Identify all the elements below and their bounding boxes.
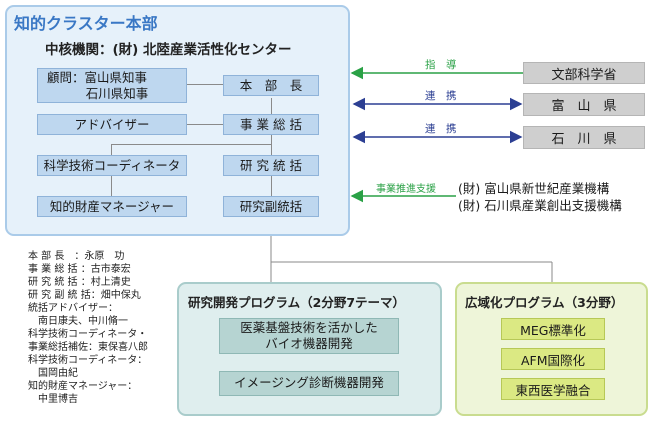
ip-manager-box: 知的財産マネージャー (37, 196, 187, 217)
personnel-line: 知的財産マネージャー： (28, 381, 138, 392)
hq-vertical-line (271, 98, 272, 198)
core-org-title: 中核機関：(財) 北陸産業活性化センター (45, 42, 292, 58)
personnel-line: 研 究 統 括 ：村上清史 (28, 277, 131, 288)
advisor-jigyo-line (187, 124, 223, 125)
regional-item-meg: MEG標準化 (501, 318, 605, 340)
personnel-line: 中里博吉 (28, 394, 78, 405)
personnel-line: 研 究 副 統 括：畑中保丸 (28, 290, 141, 301)
personnel-line: 統括アドバイザー： (28, 303, 118, 314)
personnel-line: 事 業 総 括 ：古市泰宏 (28, 264, 131, 275)
cluster-title: 知的クラスター本部 (14, 14, 158, 33)
advisor-governor-box: 顧問：富山県知事 石川県知事 (37, 68, 187, 103)
regional-item-afm: AFM国際化 (501, 348, 605, 370)
personnel-line: 南日康夫、中川脩一 (28, 316, 128, 327)
personnel-line: 本 部 長 ：永原 功 (28, 251, 125, 262)
coordinator-box: 科学技術コーディネータ (37, 155, 187, 176)
personnel-line: 科学技術コーディネータ・ (28, 329, 148, 340)
personnel-list: 本 部 長 ：永原 功事 業 総 括 ：古市泰宏研 究 統 括 ：村上清史研 究… (28, 250, 148, 406)
personnel-line: 科学技術コーディネータ： (28, 355, 148, 366)
honbucho-box: 本 部 長 (223, 75, 319, 96)
coord-branch-line (111, 144, 271, 145)
support-orgs: (財) 富山県新世紀産業機構 (財) 石川県産業創出支援機構 (458, 181, 622, 213)
regional-program-title: 広域化プログラム（3分野） (465, 295, 624, 310)
advisor-honbucho-line (187, 84, 223, 85)
research-program-title: 研究開発プログラム（2分野7テーマ） (188, 295, 406, 310)
regional-item-east-west: 東西医学融合 (501, 378, 605, 400)
kenkyu-fuku-box: 研究副統括 (223, 196, 319, 217)
research-theme-imaging: イメージング診断機器開発 (219, 371, 399, 396)
advisor-box: アドバイザー (37, 114, 187, 135)
kenkyu-tokatsu-box: 研 究 統 括 (223, 155, 319, 176)
mext-box: 文部科学省 (523, 62, 645, 84)
research-theme-bio: 医薬基盤技術を活かした バイオ機器開発 (219, 318, 399, 354)
label-shido: 指 導 (425, 59, 457, 71)
label-renkei-1: 連 携 (425, 90, 457, 102)
toyama-box: 富 山 県 (523, 93, 645, 116)
ishikawa-box: 石 川 県 (523, 126, 645, 149)
label-support: 事業推進支援 (376, 184, 436, 195)
personnel-line: 国岡由紀 (28, 368, 78, 379)
label-renkei-2: 連 携 (425, 123, 457, 135)
personnel-line: 事業総括補佐：東保喜八郎 (28, 342, 148, 353)
jigyo-sokatsu-box: 事 業 総 括 (223, 114, 319, 135)
